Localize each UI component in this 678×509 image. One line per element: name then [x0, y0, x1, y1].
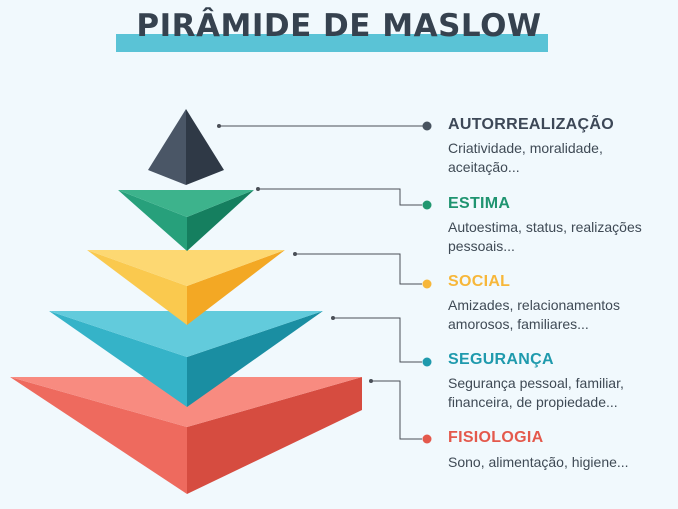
connector-seguranca	[331, 316, 432, 367]
level-description-seguranca: Segurança pessoal, familiar, financeira,…	[448, 375, 624, 410]
level-title-social: SOCIAL	[448, 273, 511, 290]
pyramid-level-seguranca	[49, 311, 323, 407]
level-title-seguranca: SEGURANÇA	[448, 351, 554, 368]
title-underline-bar	[116, 34, 548, 52]
connector-autorrealizacao	[217, 121, 432, 131]
pyramid-level-autorrealizacao	[148, 109, 224, 185]
level-description-social: Amizades, relacionamentos amorosos, fami…	[448, 297, 620, 332]
level-description-estima: Autoestima, status, realizações pessoais…	[448, 219, 642, 254]
title-block: PIRÂMIDE DE MASLOW	[0, 0, 678, 70]
pyramid-level-estima	[118, 190, 254, 251]
level-description-fisiologia: Sono, alimentação, higiene...	[448, 454, 629, 470]
connector-estima	[256, 187, 432, 210]
level-description-autorrealizacao: Criatividade, moralidade, aceitação...	[448, 140, 603, 175]
level-title-autorrealizacao: AUTORREALIZAÇÃO	[448, 116, 614, 133]
connector-social	[293, 252, 432, 289]
page-title: PIRÂMIDE DE MASLOW	[136, 8, 542, 44]
level-title-fisiologia: FISIOLOGIA	[448, 429, 544, 446]
connector-fisiologia	[369, 379, 432, 444]
pyramid-level-social	[87, 250, 285, 325]
level-title-estima: ESTIMA	[448, 195, 511, 212]
